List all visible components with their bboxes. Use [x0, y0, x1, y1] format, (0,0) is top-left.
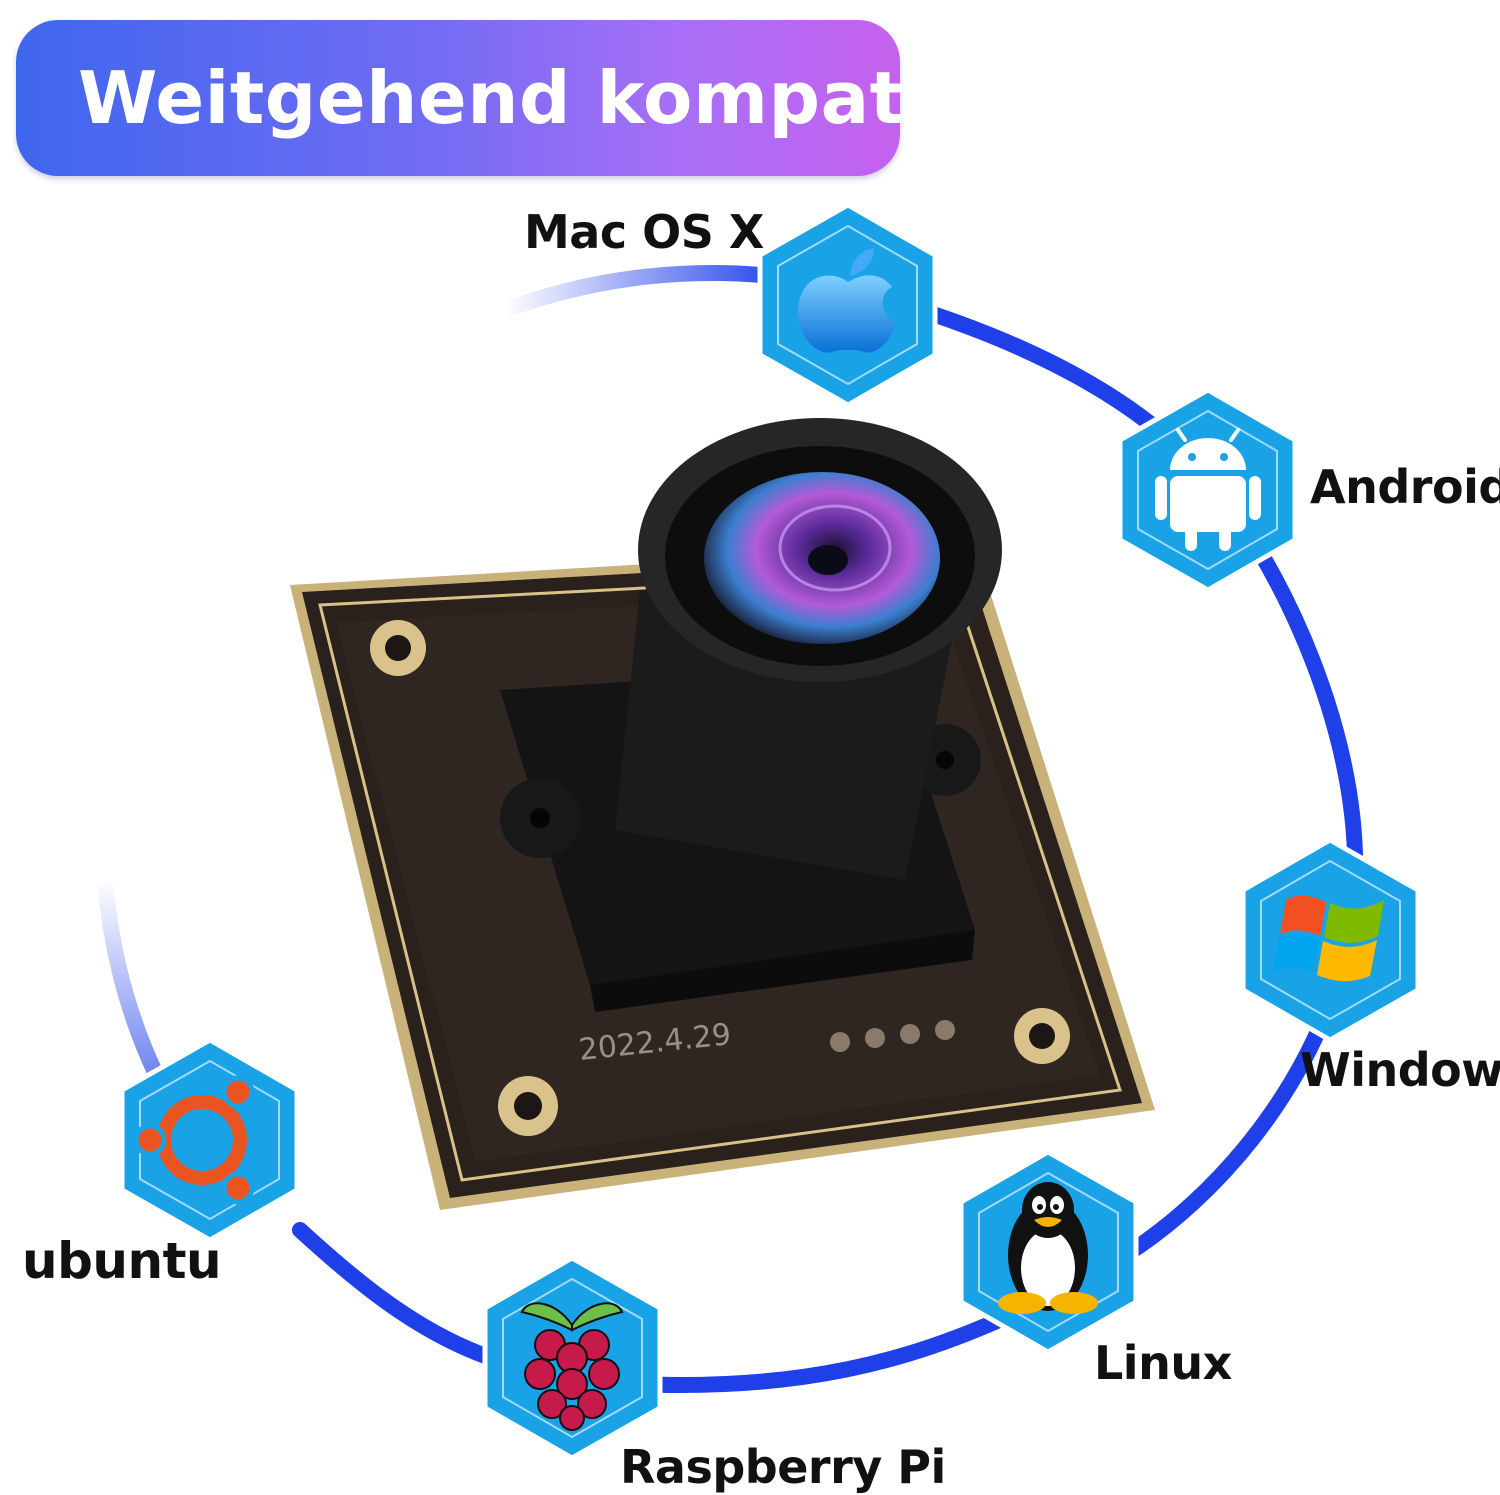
- mount-hole: [370, 620, 426, 676]
- label-ubuntu: ubuntu: [22, 1232, 222, 1290]
- hexagon-raspberry-pi: [482, 1255, 663, 1461]
- label-android: Android: [1310, 460, 1500, 514]
- mount-hole: [498, 1076, 558, 1136]
- raspberry-pi-icon: [520, 1302, 624, 1431]
- hexagon-android: [1117, 387, 1298, 593]
- label-windows: Windows: [1300, 1043, 1500, 1097]
- mount-hole: [1014, 1008, 1070, 1064]
- title-banner: Weitgehend kompatibel: [16, 20, 1056, 176]
- hexagon-windows: [1240, 837, 1421, 1043]
- android-icon: [1155, 428, 1261, 551]
- label-raspberry-pi: Raspberry Pi: [620, 1440, 946, 1494]
- ubuntu-icon: [133, 1075, 255, 1205]
- camera-module: 2022.4.29: [290, 418, 1155, 1210]
- label-linux: Linux: [1094, 1336, 1232, 1390]
- connector-pads: [830, 1020, 955, 1052]
- banner-title: Weitgehend kompatibel: [78, 56, 1057, 140]
- hexagon-linux: [958, 1149, 1139, 1355]
- windows-icon: [1273, 895, 1384, 982]
- apple-icon: [798, 248, 895, 353]
- hexagon-mac-os-x: [757, 202, 938, 408]
- hexagon-ubuntu: [119, 1037, 300, 1243]
- linux-tux-icon: [998, 1182, 1098, 1314]
- label-mac-os-x: Mac OS X: [524, 205, 764, 259]
